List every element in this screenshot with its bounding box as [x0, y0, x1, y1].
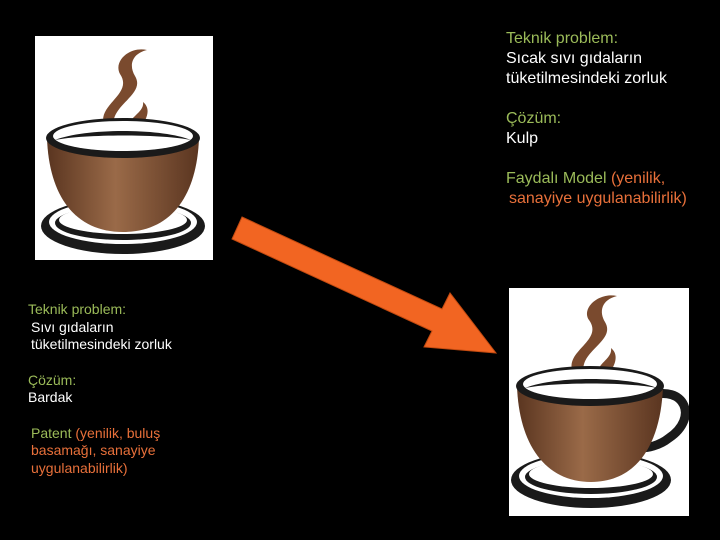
coffee-cup-with-handle-image — [509, 288, 689, 516]
technical-problem-line: tüketilmesindeki zorluk — [31, 336, 172, 352]
protection-criteria: uygulanabilirlik) — [31, 459, 128, 476]
technical-problem-heading: Teknik problem: — [506, 30, 619, 47]
protection-criteria: sanayiye uygulanabilirlik) — [509, 190, 687, 207]
coffee-cup-with-handle-icon — [511, 295, 689, 508]
coffee-cup-image — [35, 36, 213, 260]
protection-name: Patent — [31, 424, 72, 441]
protection-criteria: basamağı, sanayiye — [31, 442, 156, 458]
protection-type: Faydalı Model (yenilik, — [506, 169, 716, 189]
technical-problem-heading: Teknik problem: — [28, 301, 127, 317]
technical-problem-line: Sıcak sıvı gıdaların — [506, 50, 643, 67]
arrow-icon — [231, 216, 498, 354]
utility-model-text-block: Teknik problem: Sıcak sıvı gıdaların tük… — [506, 29, 716, 209]
solution-value: Bardak — [28, 389, 73, 405]
solution-value: Kulp — [506, 130, 539, 147]
protection-type: Patent (yenilik, buluş — [28, 425, 228, 443]
solution-heading: Çözüm: — [28, 371, 77, 388]
technical-problem-line: tüketilmesindeki zorluk — [506, 70, 667, 87]
coffee-cup-icon — [41, 49, 205, 254]
protection-criteria: (yenilik, — [606, 170, 666, 187]
protection-name: Faydalı Model — [506, 170, 607, 187]
solution-heading: Çözüm: — [506, 110, 562, 127]
technical-problem-line: Sıvı gıdaların — [31, 318, 114, 335]
patent-text-block: Teknik problem: Sıvı gıdaların tüketilme… — [28, 301, 228, 477]
protection-criteria: (yenilik, buluş — [71, 424, 161, 441]
